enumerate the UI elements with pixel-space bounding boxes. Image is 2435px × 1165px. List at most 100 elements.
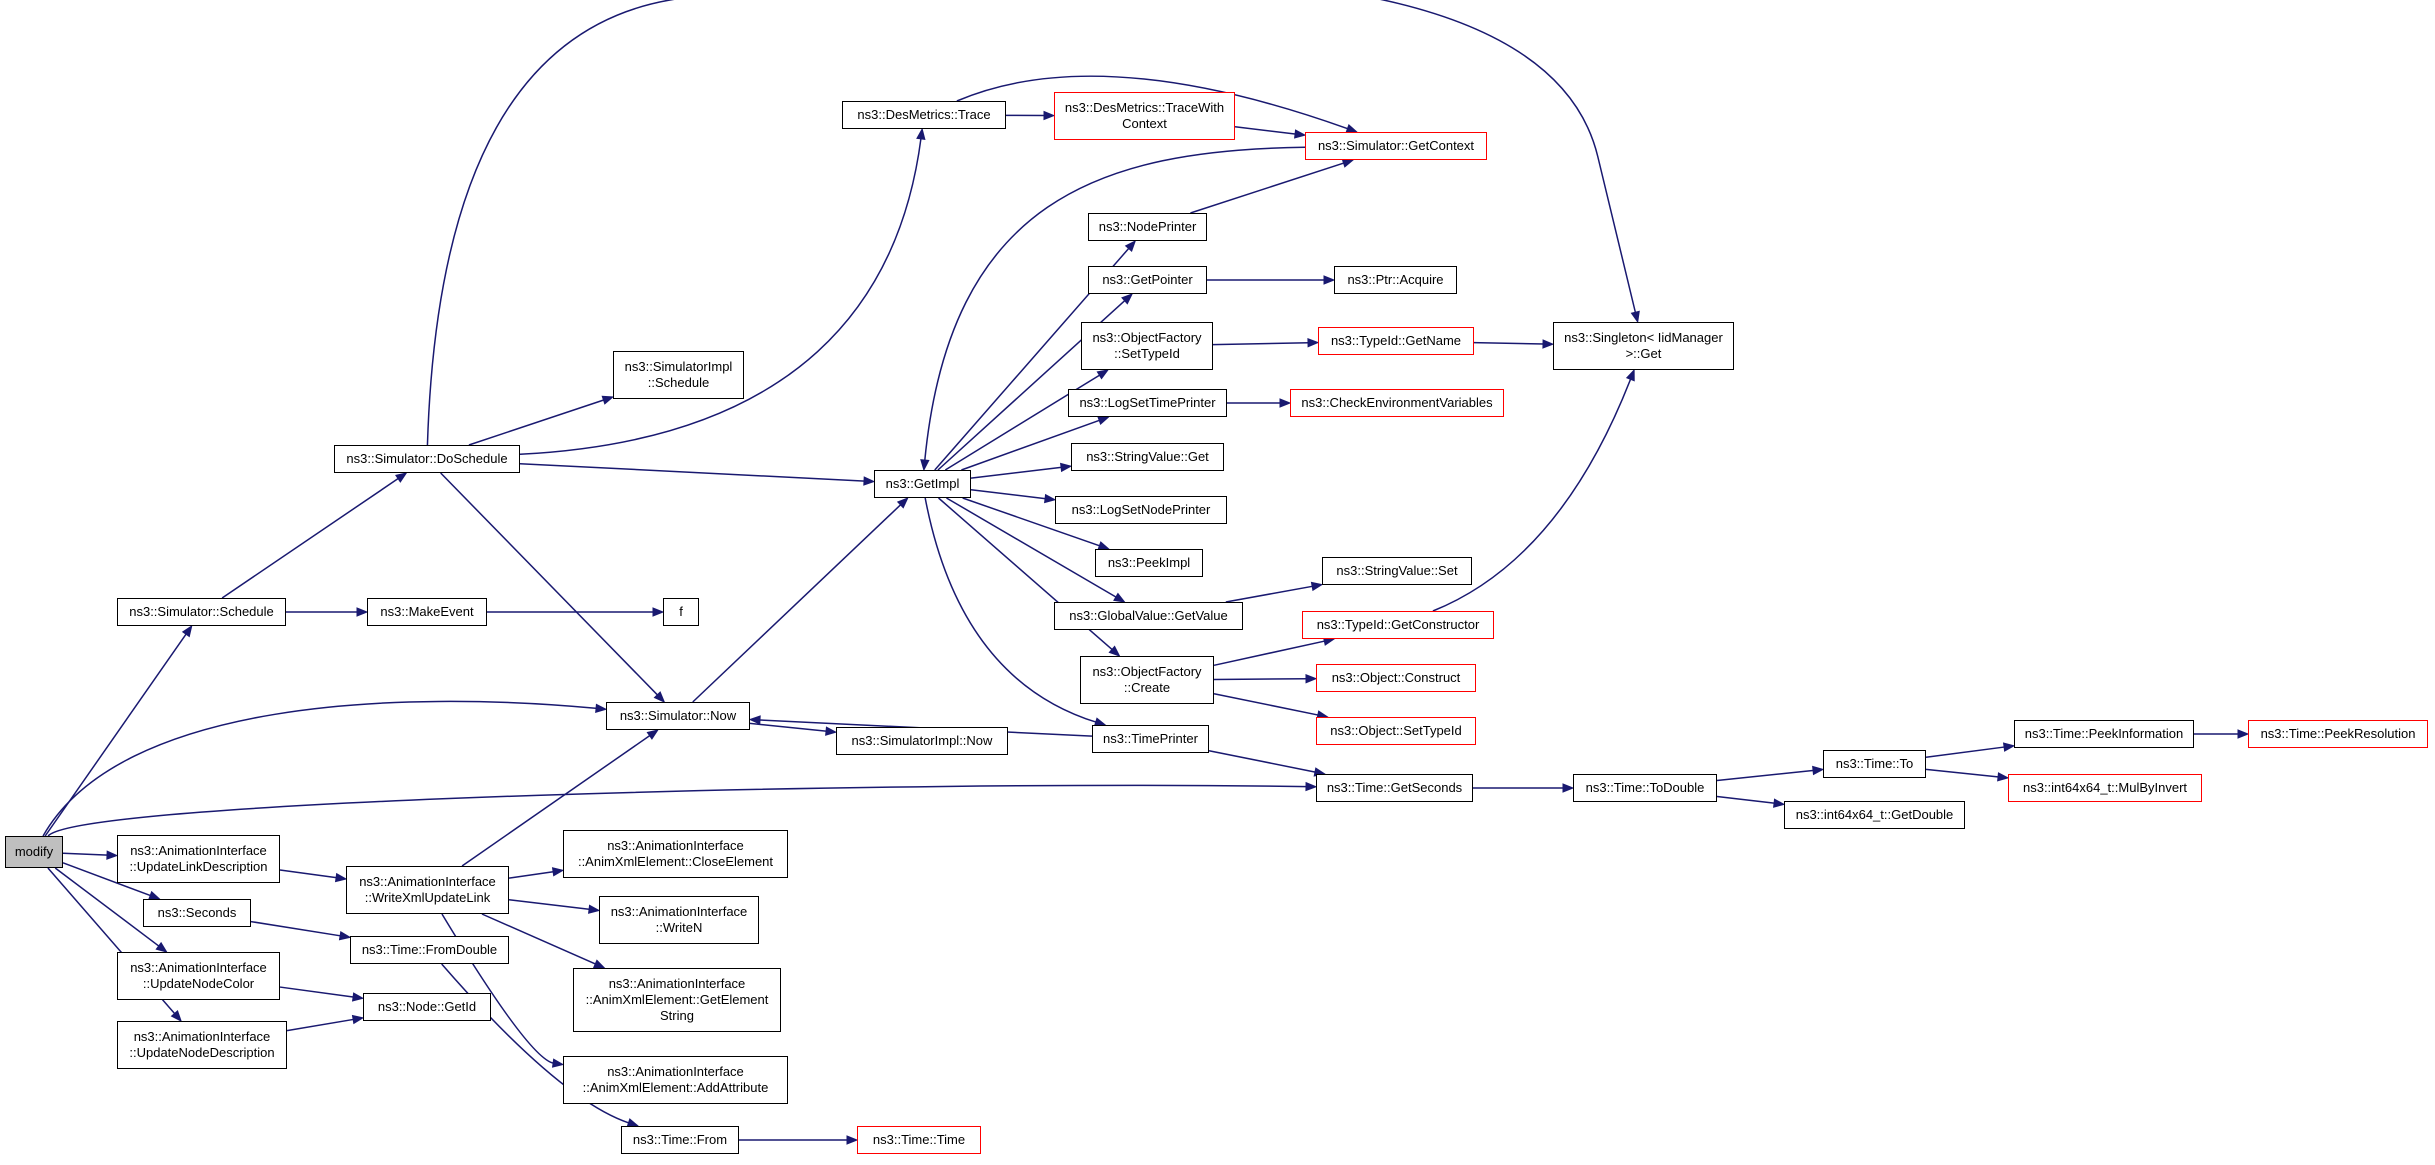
- arrowhead-ai-writexmlupdatelink-to-ai-getelementstring: [594, 960, 605, 968]
- node-globalvalue-getvalue[interactable]: ns3::GlobalValue::GetValue: [1054, 602, 1243, 630]
- node-f[interactable]: f: [663, 598, 699, 626]
- edge-ai-updatelinkdescription-to-ai-writexmlupdatelink: [280, 870, 337, 878]
- node-desmetrics-tracewithcontext[interactable]: ns3::DesMetrics::TraceWith Context: [1054, 92, 1235, 140]
- edge-objfactory-create-to-typeid-getconstructor: [1214, 641, 1325, 665]
- edge-time-to-to-time-peekinformation: [1926, 747, 2005, 757]
- node-object-settypeid[interactable]: ns3::Object::SetTypeId: [1316, 717, 1476, 745]
- node-modify[interactable]: modify: [5, 836, 63, 868]
- node-typeid-getname[interactable]: ns3::TypeId::GetName: [1318, 327, 1474, 355]
- node-peekimpl[interactable]: ns3::PeekImpl: [1095, 549, 1203, 577]
- arrowhead-getimpl-to-globalvalue-getvalue: [1114, 594, 1125, 602]
- arrowhead-getimpl-to-objfactory-settypeid: [1097, 370, 1108, 379]
- node-ai-writexmlupdatelink[interactable]: ns3::AnimationInterface ::WriteXmlUpdate…: [346, 866, 509, 914]
- arrowhead-ai-writexmlupdatelink-to-sim-now: [647, 730, 657, 739]
- node-time-fromdouble[interactable]: ns3::Time::FromDouble: [350, 936, 509, 964]
- edge-sim-doschedule-to-sim-now: [441, 473, 658, 696]
- arrowhead-ai-updatelinkdescription-to-ai-writexmlupdatelink: [336, 874, 346, 882]
- node-timeprinter[interactable]: ns3::TimePrinter: [1092, 725, 1209, 753]
- arrowhead-getimpl-to-logsettimeprinter: [1098, 417, 1109, 425]
- arrowhead-sim-schedule-to-makeevent: [357, 608, 367, 616]
- edge-time-todouble-to-time-to: [1717, 770, 1814, 780]
- arrowhead-sim-doschedule-to-getimpl: [864, 477, 874, 485]
- arrowhead-modify-to-time-getseconds: [1306, 783, 1316, 791]
- arrowhead-sim-doschedule-to-singleton-get: [1631, 311, 1639, 322]
- node-desmetrics-trace[interactable]: ns3::DesMetrics::Trace: [842, 101, 1006, 129]
- node-sim-getcontext[interactable]: ns3::Simulator::GetContext: [1305, 132, 1487, 160]
- node-logsettimeprinter[interactable]: ns3::LogSetTimePrinter: [1068, 389, 1227, 417]
- node-ai-getelementstring[interactable]: ns3::AnimationInterface ::AnimXmlElement…: [573, 968, 781, 1032]
- edge-time-todouble-to-int64-getdouble: [1717, 796, 1775, 803]
- node-ai-updatenodecolor[interactable]: ns3::AnimationInterface ::UpdateNodeColo…: [117, 952, 280, 1000]
- arrowhead-ai-updatenodecolor-to-node-getid: [353, 993, 363, 1001]
- node-objfactory-create[interactable]: ns3::ObjectFactory ::Create: [1080, 656, 1214, 704]
- node-time-getseconds[interactable]: ns3::Time::GetSeconds: [1316, 774, 1473, 802]
- node-nodeprinter[interactable]: ns3::NodePrinter: [1088, 213, 1207, 241]
- node-getpointer[interactable]: ns3::GetPointer: [1088, 266, 1207, 294]
- node-ai-updatelinkdescription[interactable]: ns3::AnimationInterface ::UpdateLinkDesc…: [117, 835, 280, 883]
- edge-nodeprinter-to-sim-getcontext: [1190, 163, 1344, 213]
- arrowhead-time-peekinformation-to-time-peekresolution: [2238, 730, 2248, 738]
- arrowhead-ai-writexmlupdatelink-to-ai-writen: [589, 905, 599, 913]
- arrowhead-typeid-getname-to-singleton-get: [1543, 340, 1553, 348]
- node-simimpl-schedule[interactable]: ns3::SimulatorImpl ::Schedule: [613, 351, 744, 399]
- node-sim-doschedule[interactable]: ns3::Simulator::DoSchedule: [334, 445, 520, 473]
- arrowhead-time-todouble-to-int64-getdouble: [1774, 799, 1784, 807]
- node-int64-getdouble[interactable]: ns3::int64x64_t::GetDouble: [1784, 801, 1965, 829]
- node-ai-updatenodedescription[interactable]: ns3::AnimationInterface ::UpdateNodeDesc…: [117, 1021, 287, 1069]
- arrowhead-getimpl-to-stringvalue-get: [1061, 463, 1071, 471]
- node-seconds[interactable]: ns3::Seconds: [143, 899, 251, 927]
- node-sim-now[interactable]: ns3::Simulator::Now: [606, 702, 750, 730]
- edge-ai-updatenodedescription-to-node-getid: [287, 1019, 354, 1030]
- arrowhead-desmetrics-tracewithcontext-to-sim-getcontext: [1295, 130, 1305, 138]
- node-simimpl-now[interactable]: ns3::SimulatorImpl::Now: [836, 727, 1008, 755]
- node-node-getid[interactable]: ns3::Node::GetId: [363, 993, 491, 1021]
- node-ptr-acquire[interactable]: ns3::Ptr::Acquire: [1334, 266, 1457, 294]
- edge-sim-now-to-getimpl: [693, 504, 901, 702]
- node-time-peekresolution[interactable]: ns3::Time::PeekResolution: [2248, 720, 2428, 748]
- node-objfactory-settypeid[interactable]: ns3::ObjectFactory ::SetTypeId: [1081, 322, 1213, 370]
- edge-sim-now-to-simimpl-now: [750, 723, 827, 731]
- edge-modify-to-sim-schedule: [45, 633, 186, 836]
- edge-sim-doschedule-to-singleton-get: [427, 0, 1635, 445]
- arrowhead-ai-updatenodedescription-to-node-getid: [352, 1016, 363, 1024]
- arrowhead-time-to-to-int64-mulbyinvert: [1998, 773, 2008, 781]
- arrowhead-makeevent-to-f: [653, 608, 663, 616]
- arrowhead-modify-to-ai-updatenodecolor: [156, 943, 166, 952]
- node-time-to[interactable]: ns3::Time::To: [1823, 750, 1926, 778]
- node-object-construct[interactable]: ns3::Object::Construct: [1316, 664, 1476, 692]
- node-time-todouble[interactable]: ns3::Time::ToDouble: [1573, 774, 1717, 802]
- arrowhead-getimpl-to-logsetnodeprinter: [1045, 495, 1055, 503]
- node-stringvalue-set[interactable]: ns3::StringValue::Set: [1322, 557, 1472, 585]
- arrowhead-modify-to-sim-now: [596, 704, 606, 712]
- arrowhead-nodeprinter-to-sim-getcontext: [1342, 159, 1353, 167]
- node-logsetnodeprinter[interactable]: ns3::LogSetNodePrinter: [1055, 496, 1227, 524]
- node-time-time[interactable]: ns3::Time::Time: [857, 1126, 981, 1154]
- node-checkenv[interactable]: ns3::CheckEnvironmentVariables: [1290, 389, 1504, 417]
- edge-sim-schedule-to-sim-doschedule: [222, 478, 399, 598]
- node-makeevent[interactable]: ns3::MakeEvent: [367, 598, 487, 626]
- node-stringvalue-get[interactable]: ns3::StringValue::Get: [1071, 443, 1224, 471]
- node-typeid-getconstructor[interactable]: ns3::TypeId::GetConstructor: [1302, 611, 1494, 639]
- edge-getimpl-to-stringvalue-get: [971, 467, 1062, 478]
- arrowhead-seconds-to-time-fromdouble: [339, 932, 350, 940]
- edge-sim-doschedule-to-getimpl: [520, 464, 865, 481]
- arrowhead-sim-doschedule-to-desmetrics-trace: [917, 129, 925, 139]
- node-time-peekinformation[interactable]: ns3::Time::PeekInformation: [2014, 720, 2194, 748]
- node-int64-mulbyinvert[interactable]: ns3::int64x64_t::MulByInvert: [2008, 774, 2202, 802]
- arrowhead-logsettimeprinter-to-checkenv: [1280, 399, 1290, 407]
- node-sim-schedule[interactable]: ns3::Simulator::Schedule: [117, 598, 286, 626]
- edge-ai-writexmlupdatelink-to-ai-writen: [509, 900, 590, 910]
- node-ai-addattribute[interactable]: ns3::AnimationInterface ::AnimXmlElement…: [563, 1056, 788, 1104]
- edge-modify-to-time-getseconds: [48, 785, 1307, 836]
- edge-objfactory-create-to-object-construct: [1214, 679, 1307, 680]
- node-ai-closeelement[interactable]: ns3::AnimationInterface ::AnimXmlElement…: [563, 830, 788, 878]
- node-time-from[interactable]: ns3::Time::From: [621, 1126, 739, 1154]
- edge-objfactory-create-to-object-settypeid: [1214, 694, 1319, 715]
- node-getimpl[interactable]: ns3::GetImpl: [874, 470, 971, 498]
- edge-desmetrics-tracewithcontext-to-sim-getcontext: [1235, 127, 1296, 134]
- node-ai-writen[interactable]: ns3::AnimationInterface ::WriteN: [599, 896, 759, 944]
- node-singleton-get[interactable]: ns3::Singleton< IidManager >::Get: [1553, 322, 1734, 370]
- arrowhead-typeid-getconstructor-to-singleton-get: [1627, 370, 1634, 381]
